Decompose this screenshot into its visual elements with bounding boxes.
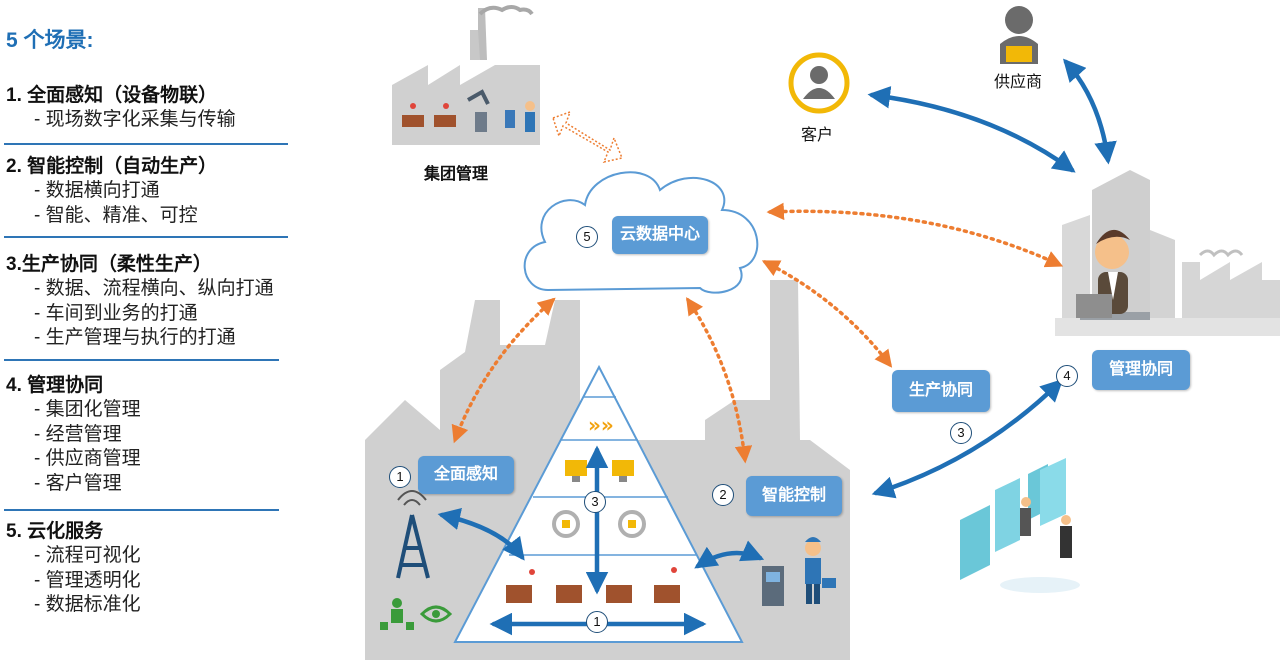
person-network-icon [380,598,414,630]
section-item: - 生产管理与执行的打通 [34,327,236,348]
section-title: 5. 云化服务 [6,521,104,542]
section-1: 1. 全面感知（设备物联） - 现场数字化采集与传输 [0,84,292,133]
section-item: - 现场数字化采集与传输 [34,109,236,130]
section-5: 5. 云化服务 - 流程可视化 - 管理透明化 - 数据标准化 [0,520,292,618]
arrow-cloud-group [552,110,624,164]
arrow-tower-pyramid [437,507,525,561]
step-number-5: 5 [576,226,598,248]
section-title: 3.生产协同（柔性生产） [6,254,212,275]
page-title: 5 个场景: [6,29,94,52]
worker-machine-icon [762,537,836,606]
section-item: - 供应商管理 [34,448,141,469]
production-coop-label: 生产协同 [892,370,990,412]
section-item: - 车间到业务的打通 [34,302,198,324]
supplier-icon [1000,6,1038,64]
divider [4,509,279,511]
section-title: 1. 全面感知（设备物联） [6,85,218,106]
arrow-cloud-control [686,297,753,464]
svg-text:»»: »» [588,413,614,437]
smart-control-label: 智能控制 [746,476,842,516]
section-item: - 数据标准化 [34,594,141,615]
management-coop-label: 管理协同 [1092,350,1190,390]
step-number-4: 4 [1056,365,1078,387]
cloud-data-center-label: 云数据中心 [612,216,708,254]
section-item: - 数据横向打通 [34,180,160,201]
arrow-cloud-sense [451,297,556,444]
arrow-pyramid-worker [694,540,765,569]
pyramid-number-3: 3 [584,491,606,513]
scenario-list-panel: 5 个场景: 1. 全面感知（设备物联） - 现场数字化采集与传输 2. 智能控… [0,0,300,660]
step-number-3: 3 [950,422,972,444]
step-number-2: 2 [712,484,734,506]
section-item: - 数据、流程横向、纵向打通 [34,278,274,299]
divider [4,359,279,361]
section-title: 4. 管理协同 [6,375,104,396]
pyramid-number-1: 1 [586,611,608,633]
group-management-label: 集团管理 [424,166,489,183]
section-4: 4. 管理协同 - 集团化管理 - 经营管理 - 供应商管理 - 客户管理 [0,374,292,496]
section-item: - 智能、精准、可控 [34,204,198,226]
customer-label: 客户 [801,127,834,144]
group-factory-icon [392,5,540,145]
eye-icon [419,605,453,623]
section-3: 3.生产协同（柔性生产） - 数据、流程横向、纵向打通 - 车间到业务的打通 -… [0,253,292,351]
full-sensing-label: 全面感知 [418,456,514,494]
digital-screens-icon [960,458,1080,593]
section-title: 2. 智能控制（自动生产） [6,156,218,177]
arrow-control-mgmt [871,378,1064,499]
section-2: 2. 智能控制（自动生产） - 数据横向打通 - 智能、精准、可控 [0,155,292,228]
arrow-supplier-mgmt [1063,58,1117,165]
section-item: - 管理透明化 [34,569,141,591]
arrow-cloud-mgmt [766,202,1064,268]
section-item: - 经营管理 [34,423,122,445]
customer-icon [788,52,850,114]
section-item: - 客户管理 [34,472,122,494]
divider [4,236,288,238]
management-office-icon [1055,170,1280,336]
step-number-1: 1 [389,466,411,488]
signal-tower-icon [396,490,430,579]
section-item: - 流程可视化 [34,545,141,566]
section-item: - 集团化管理 [34,399,141,420]
supplier-label: 供应商 [994,74,1043,91]
divider [4,143,288,145]
arrow-customer-mgmt [867,86,1076,173]
